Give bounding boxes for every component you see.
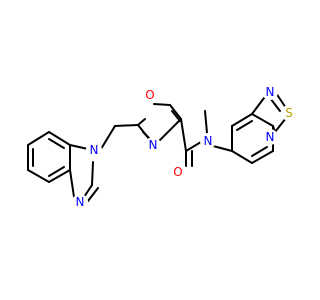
bond-amide-1 [180, 118, 187, 152]
atom-label-oxazole-o: O [145, 88, 154, 102]
bond-im-2 [91, 161, 94, 186]
bond-ox-7 [171, 110, 181, 122]
bond-amide-4 [185, 141, 202, 152]
bond-ox-4 [159, 118, 182, 141]
atom-bg [262, 84, 278, 100]
bond-td-3 [274, 117, 287, 133]
bond-im-4 [87, 187, 99, 202]
atom-label-oxazole-n: N [149, 138, 158, 152]
bond-ox-2 [153, 103, 171, 106]
atom-bg [262, 129, 278, 145]
bond-im-3 [83, 184, 93, 198]
bond-bim-5 [48, 131, 71, 146]
atom-bg [200, 133, 216, 149]
bond-bim-6 [27, 131, 50, 146]
bonds [27, 92, 287, 202]
atom-label-thiadiazole-s: S [285, 106, 293, 120]
bond-td-1 [251, 97, 265, 115]
bond-ox-3 [169, 104, 182, 120]
atom-label-carbonyl-o: O [173, 165, 182, 179]
bond-btd-3 [251, 113, 274, 127]
bond-im-1 [69, 144, 89, 150]
bond-btd-6 [231, 150, 253, 164]
atom-bg [86, 142, 102, 158]
bond-td-2 [275, 92, 287, 109]
bond-ox-1 [137, 118, 146, 126]
atom-bg [281, 105, 297, 121]
bond-im-5 [69, 169, 75, 198]
bond-amide-5 [204, 110, 208, 134]
bond-ox-6 [142, 131, 151, 140]
bond-bim-3 [48, 169, 71, 183]
bond-link-2 [114, 124, 139, 127]
atom-bg [72, 194, 88, 210]
molecule-structure: O N O N N N N S N [27, 84, 297, 210]
atom-label-benzimidazole-n1: N [90, 143, 99, 157]
bond-link-1 [100, 125, 116, 150]
atoms: O N O N N N N S N [72, 84, 297, 210]
bond-bim-inner-3 [48, 138, 65, 149]
atom-label-benzimidazole-n3: N [76, 195, 85, 209]
atom-label-thiadiazole-n-bottom: N [266, 130, 275, 144]
atom-label-thiadiazole-n-top: N [266, 85, 275, 99]
bond-btd-inner-2 [251, 146, 268, 157]
bond-bim-2 [27, 169, 50, 183]
bond-btd-5 [251, 150, 274, 164]
atom-bg [145, 137, 161, 153]
bond-amide-6 [212, 145, 233, 152]
bond-bim-inner-2 [48, 166, 65, 177]
bond-btd-2 [231, 113, 253, 127]
atom-label-amide-n: N [204, 134, 213, 148]
bond-btd-inner-1 [236, 120, 253, 131]
atom-bg [170, 164, 186, 180]
bond-td-5 [269, 97, 281, 112]
atom-bg [142, 87, 158, 103]
